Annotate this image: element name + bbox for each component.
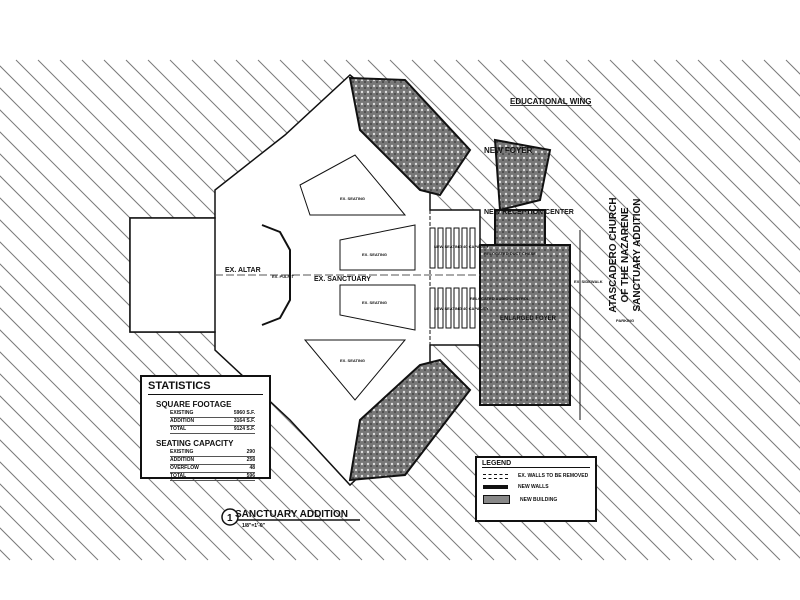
pew xyxy=(469,287,476,329)
stat-row: ADDITION 3164 S.F. xyxy=(170,418,255,426)
stat-label: TOTAL xyxy=(170,473,187,479)
hatch-line xyxy=(653,59,800,207)
statistics-title: STATISTICS xyxy=(148,380,263,395)
stat-row: EXISTING 290 xyxy=(170,449,255,457)
hatch-line xyxy=(0,351,209,561)
hatch-line xyxy=(719,59,800,141)
stat-label: TOTAL xyxy=(170,426,187,432)
hatch-line xyxy=(477,59,800,383)
stat-label: EXISTING xyxy=(170,449,194,455)
pew xyxy=(461,287,468,329)
pew xyxy=(453,227,460,269)
pew xyxy=(437,227,444,269)
hatch-line xyxy=(0,439,121,561)
altar-rail xyxy=(261,224,291,326)
stat-value: 290 xyxy=(246,449,255,455)
label-relocated-duct-chase: RELOCATED DUCT CHASE xyxy=(484,251,536,256)
plan-title: SANCTUARY ADDITION xyxy=(235,509,348,520)
hatch-line xyxy=(499,59,800,361)
pew xyxy=(453,287,460,329)
stat-label: OVERFLOW xyxy=(170,465,199,471)
label-enlarged-foyer: ENLARGED FOYER xyxy=(500,316,557,322)
hatch-line xyxy=(455,59,800,405)
seating-capacity-heading: SEATING CAPACITY xyxy=(156,439,234,448)
hatch-line xyxy=(697,59,800,163)
stat-row: OVERFLOW 48 xyxy=(170,465,255,473)
label-ex-pulpit: EX. PULPIT xyxy=(272,274,294,279)
square-footage-heading: SQUARE FOOTAGE xyxy=(156,400,232,409)
hatch-line xyxy=(0,417,143,561)
legend-title: LEGEND xyxy=(482,460,590,468)
statistics-box: STATISTICS SQUARE FOOTAGE EXISTING 5960 S… xyxy=(140,375,271,481)
label-new-seating: NEW SEATING 40 CAPACITY xyxy=(434,306,489,311)
hatch-line xyxy=(521,59,800,339)
label-educational-wing: EDUCATIONAL WING xyxy=(510,97,591,106)
hatch-line xyxy=(0,373,187,561)
title-line: OF THE NAZARENE xyxy=(620,207,631,303)
hatch-line xyxy=(631,59,800,229)
new-building-areas xyxy=(348,76,571,482)
hatch-line xyxy=(543,59,800,317)
stat-label: ADDITION xyxy=(170,418,195,424)
hatch-line xyxy=(565,59,800,295)
pew xyxy=(469,227,476,269)
dashed-wall-swatch xyxy=(483,473,508,479)
title-line: ATASCADERO CHURCH xyxy=(608,197,619,313)
label-parking: PARKING xyxy=(616,318,634,323)
label-ex-seating: EX. SEATING xyxy=(362,300,387,305)
legend-label: EX. WALLS TO BE REMOVED xyxy=(518,473,589,479)
pew xyxy=(445,287,452,329)
pew xyxy=(461,227,468,269)
legend-box: LEGEND EX. WALLS TO BE REMOVED NEW WALLS… xyxy=(475,456,597,522)
hatch-line xyxy=(587,59,800,273)
stat-label: EXISTING xyxy=(170,410,194,416)
legend-label: NEW BUILDING xyxy=(520,496,558,503)
label-ex-sanctuary: EX. SANCTUARY xyxy=(314,276,371,283)
hatch-line xyxy=(0,197,363,561)
pew xyxy=(445,227,452,269)
stat-value: 596 xyxy=(246,473,255,479)
stat-row: EXISTING 5960 S.F. xyxy=(170,410,255,418)
label-new-seating: NEW SEATING 40 CAPACITY xyxy=(434,244,489,249)
stat-value: 258 xyxy=(246,457,255,463)
hatch-line xyxy=(675,59,800,185)
legend-label: NEW WALLS xyxy=(518,484,549,490)
new-building-swatch xyxy=(483,495,510,504)
plan-number: 1 xyxy=(227,513,233,524)
stat-value: 48 xyxy=(249,465,255,471)
stat-value: 9124 S.F. xyxy=(233,426,255,432)
stat-row: TOTAL 9124 S.F. xyxy=(170,426,255,434)
label-ex-seating: EX. SEATING xyxy=(340,196,365,201)
stat-row: TOTAL 596 xyxy=(170,473,255,481)
label-ex-sidewalk: EX. SIDEWALK xyxy=(574,279,603,284)
label-new-reception-center: NEW RECEPTION CENTER xyxy=(484,209,574,216)
stat-value: 5960 S.F. xyxy=(233,410,255,416)
hatch-line xyxy=(0,395,165,561)
label-new-foyer: NEW FOYER xyxy=(484,146,533,155)
hatch-line xyxy=(389,59,800,471)
hatch-line xyxy=(0,483,77,561)
label-relocated-audio-control: RELOCATED AUDIO CONTROL xyxy=(470,296,530,301)
label-ex-seating: EX. SEATING xyxy=(362,252,387,257)
drawing-title: ATASCADERO CHURCH OF THE NAZARENE SANCTU… xyxy=(608,180,644,330)
stat-row: ADDITION 258 xyxy=(170,457,255,465)
hatch-line xyxy=(609,59,800,251)
title-line: SANCTUARY ADDITION xyxy=(632,198,643,312)
stat-value: 3164 S.F. xyxy=(233,418,255,424)
label-ex-altar: EX. ALTAR xyxy=(225,267,261,274)
new-wall-swatch xyxy=(483,485,508,489)
legend-item: NEW BUILDING xyxy=(483,495,589,504)
legend-item: NEW WALLS xyxy=(483,484,589,490)
plan-scale: 1/8"=1'-0" xyxy=(242,523,266,529)
hatch-line xyxy=(0,527,33,561)
stat-label: ADDITION xyxy=(170,457,195,463)
hatch-line xyxy=(0,461,99,561)
plan-number-circle xyxy=(221,508,239,526)
label-ex-seating: EX. SEATING xyxy=(340,358,365,363)
legend-item: EX. WALLS TO BE REMOVED xyxy=(483,473,589,479)
pew xyxy=(437,287,444,329)
